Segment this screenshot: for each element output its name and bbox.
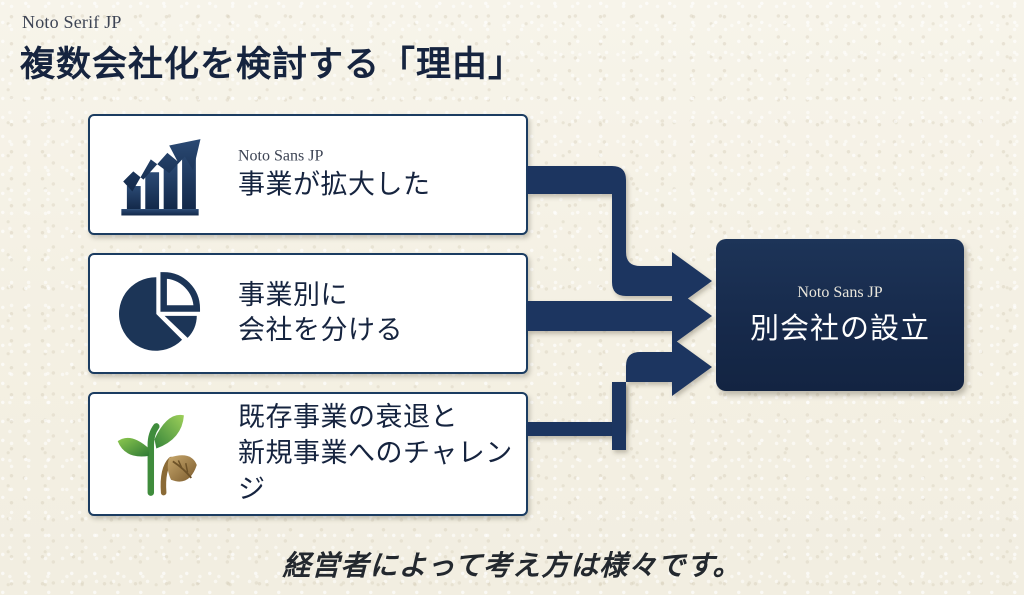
card-1-kicker: Noto Sans JP [238,146,324,164]
card-2-body: 事業別に 会社を分ける [238,278,514,350]
reason-card-2[interactable]: 事業別に 会社を分ける [88,253,528,374]
reason-card-1[interactable]: Noto Sans JP 事業が拡大した [88,114,528,235]
card-3-body: 既存事業の衰退と 新規事業へのチャレンジ [238,400,514,508]
card-3-text: 既存事業の衰退と 新規事業へのチャレンジ [238,402,513,504]
result-text: 別会社の設立 [749,312,930,345]
growth-bar-chart-icon [121,138,201,215]
result-box[interactable]: Noto Sans JP 別会社の設立 [716,239,964,391]
result-kicker-label: Noto Sans JP [797,283,883,301]
card-1-body: Noto Sans JP 事業が拡大した [238,146,514,203]
reason-card-3[interactable]: 既存事業の衰退と 新規事業へのチャレンジ [88,392,528,516]
footer-note: 経営者によって考え方は様々です。 [282,551,742,582]
page-title: 複数会社化を検討する「理由」 [20,45,525,84]
card-2-text: 事業別に 会社を分ける [238,279,403,346]
header-kicker-label: Noto Serif JP [22,12,122,32]
sprout-plant-icon [117,414,197,496]
card-1-text: 事業が拡大した [238,169,431,200]
pie-chart-icon [119,271,201,351]
